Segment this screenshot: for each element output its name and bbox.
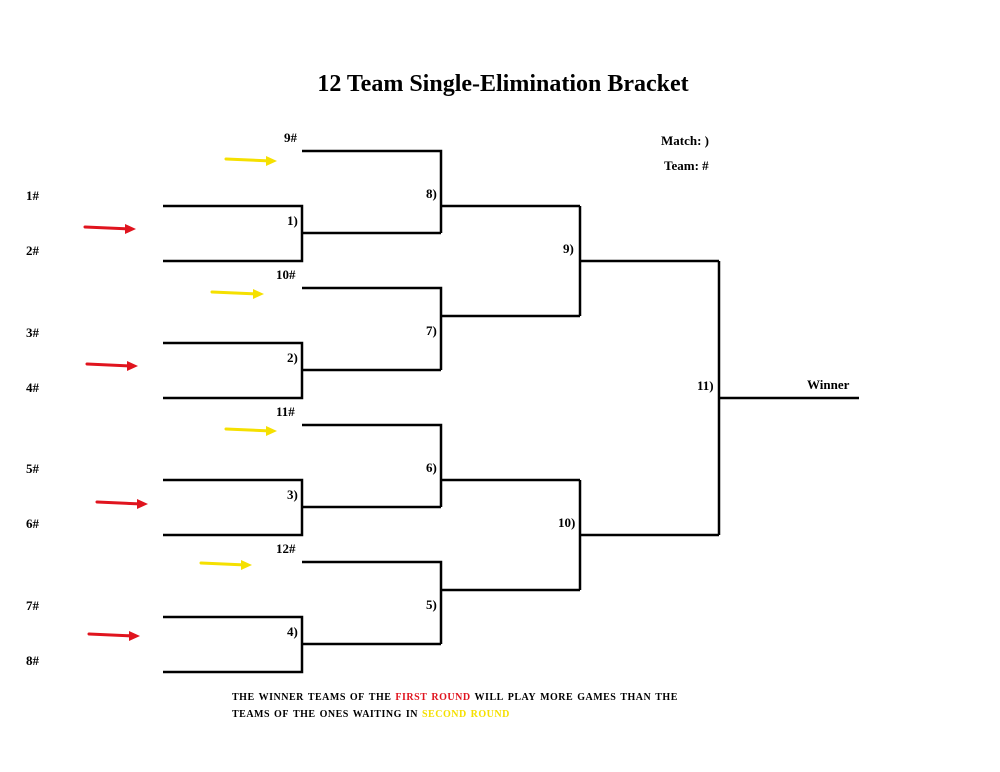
match-label-6: 6) [426,460,437,475]
match-label-4: 4) [287,624,298,639]
bracket-lines [163,149,859,674]
team-label-2: 2# [26,243,40,258]
team-label-9: 9# [284,130,298,145]
first-round-arrow-icon [87,631,140,641]
bracket-line [163,204,304,263]
match-label-8: 8) [426,186,437,201]
bracket-line [163,341,304,400]
team-label-10: 10# [276,267,296,282]
second-round-arrow-icon [224,426,277,436]
team-label-6: 6# [26,516,40,531]
legend-team: Team: # [664,158,709,173]
bracket-line [302,286,443,370]
match-label-10: 10) [558,515,575,530]
bracket-line [302,423,443,507]
team-label-12: 12# [276,541,296,556]
match-label-2: 2) [287,350,298,365]
bracket-line [163,615,304,674]
bracket-line [302,560,443,644]
team-label-4: 4# [26,380,40,395]
note-part-2: will play more games than the teams of t… [232,689,678,721]
winner-label: Winner [807,377,850,392]
match-label-1: 1) [287,213,298,228]
note-part-1: The winner teams of the [232,689,396,704]
team-label-7: 7# [26,598,40,613]
first-round-arrow-icon [83,224,136,234]
match-label-5: 5) [426,597,437,612]
arrows [83,156,277,641]
team-label-11: 11# [276,404,295,419]
explanation-note: The winner teams of the First Round will… [232,688,702,722]
match-label-9: 9) [563,241,574,256]
legend-match: Match: ) [661,133,709,148]
team-label-8: 8# [26,653,40,668]
match-label-11: 11) [697,378,714,393]
first-round-arrow-icon [85,361,138,371]
page-title: 12 Team Single-Elimination Bracket [317,71,688,97]
bracket-line [163,478,304,537]
team-label-3: 3# [26,325,40,340]
second-round-arrow-icon [199,560,252,570]
team-label-1: 1# [26,188,40,203]
match-label-7: 7) [426,323,437,338]
first-round-arrow-icon [95,499,148,509]
bracket-line [302,149,443,233]
team-label-5: 5# [26,461,40,476]
second-round-arrow-icon [224,156,277,166]
note-second-round: Second Round [421,706,510,721]
second-round-arrow-icon [210,289,264,299]
match-label-3: 3) [287,487,298,502]
note-first-round: First Round [395,689,471,704]
